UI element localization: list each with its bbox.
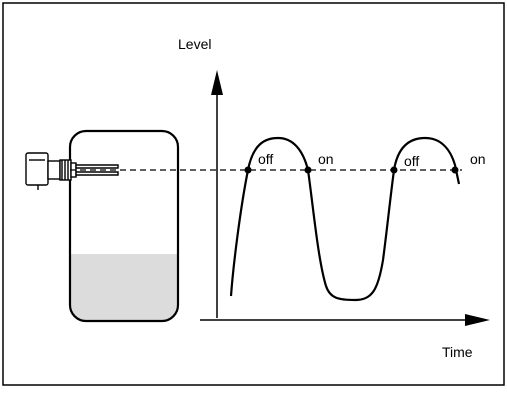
tank-outline <box>68 129 180 323</box>
switch-point-marker <box>390 166 398 174</box>
level-curve <box>229 136 461 302</box>
switch-point-label: on <box>470 151 486 167</box>
x-axis-arrow <box>465 314 490 326</box>
switch-point-label: on <box>318 151 334 167</box>
switch-point-label: off <box>404 153 419 169</box>
level-switch-sensor-icon <box>25 152 119 190</box>
liquid-fill <box>70 254 178 321</box>
switch-point-label: off <box>258 151 273 167</box>
fork-tine-top <box>75 164 119 169</box>
switch-point-marker <box>451 166 459 174</box>
frame-border <box>2 2 505 386</box>
sensor-housing <box>25 152 49 186</box>
axes <box>200 70 490 326</box>
y-axis-label: Level <box>178 36 211 52</box>
switch-point-marker <box>244 166 252 174</box>
fork-tine-bottom <box>75 171 119 176</box>
sensor-flange <box>47 160 61 180</box>
x-axis-label: Time <box>442 344 473 360</box>
tank-icon <box>68 129 180 323</box>
switch-point-marker <box>304 166 312 174</box>
y-axis-arrow <box>211 70 223 95</box>
